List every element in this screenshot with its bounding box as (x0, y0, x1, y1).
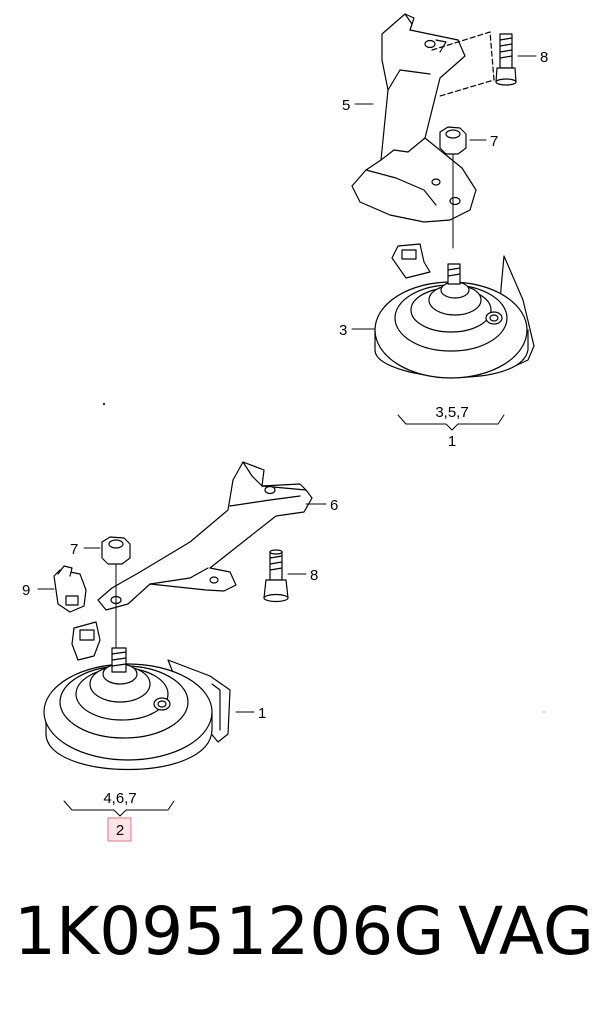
bracket-6-bottom (97, 461, 313, 611)
horn-3-top (374, 243, 535, 379)
part-number: 1K0951206G (14, 893, 445, 970)
nut-7-top (439, 126, 467, 249)
callout-7-bottom: 7 (70, 541, 78, 558)
brand-name: VAG (458, 893, 595, 970)
screw-8-top (495, 33, 517, 86)
leaders-top (351, 55, 537, 431)
nut-7-bottom (101, 536, 131, 651)
callout-9-bottom: 9 (22, 582, 30, 599)
speck (102, 402, 106, 406)
callout-7-top: 7 (490, 133, 498, 150)
callout-assembly-bottom: 2 (116, 822, 124, 839)
callout-3-top: 3 (339, 322, 347, 339)
leaders-bottom (37, 503, 327, 817)
callout-group-top: 3,5,7 (435, 404, 468, 421)
parts-diagram: 8 5 7 3 3,5,7 1 6 7 8 9 1 4,6,7 2 (22, 13, 548, 842)
callout-group-bottom: 4,6,7 (103, 790, 136, 807)
connector-9 (53, 565, 87, 613)
screw-8-bottom (263, 549, 289, 603)
callout-8-bottom: 8 (310, 567, 318, 584)
callout-6-bottom: 6 (330, 497, 338, 514)
callout-5-top: 5 (342, 97, 350, 114)
callout-8-top: 8 (540, 49, 548, 66)
callout-1-bottom: 1 (258, 705, 266, 722)
speck (543, 711, 545, 713)
footer-caption: 1K0951206G VAG (14, 892, 594, 972)
highlighted-assembly-box (107, 817, 132, 842)
horn-1-bottom (43, 621, 231, 770)
callout-assembly-top: 1 (448, 433, 456, 450)
bracket-5-top (351, 13, 495, 223)
